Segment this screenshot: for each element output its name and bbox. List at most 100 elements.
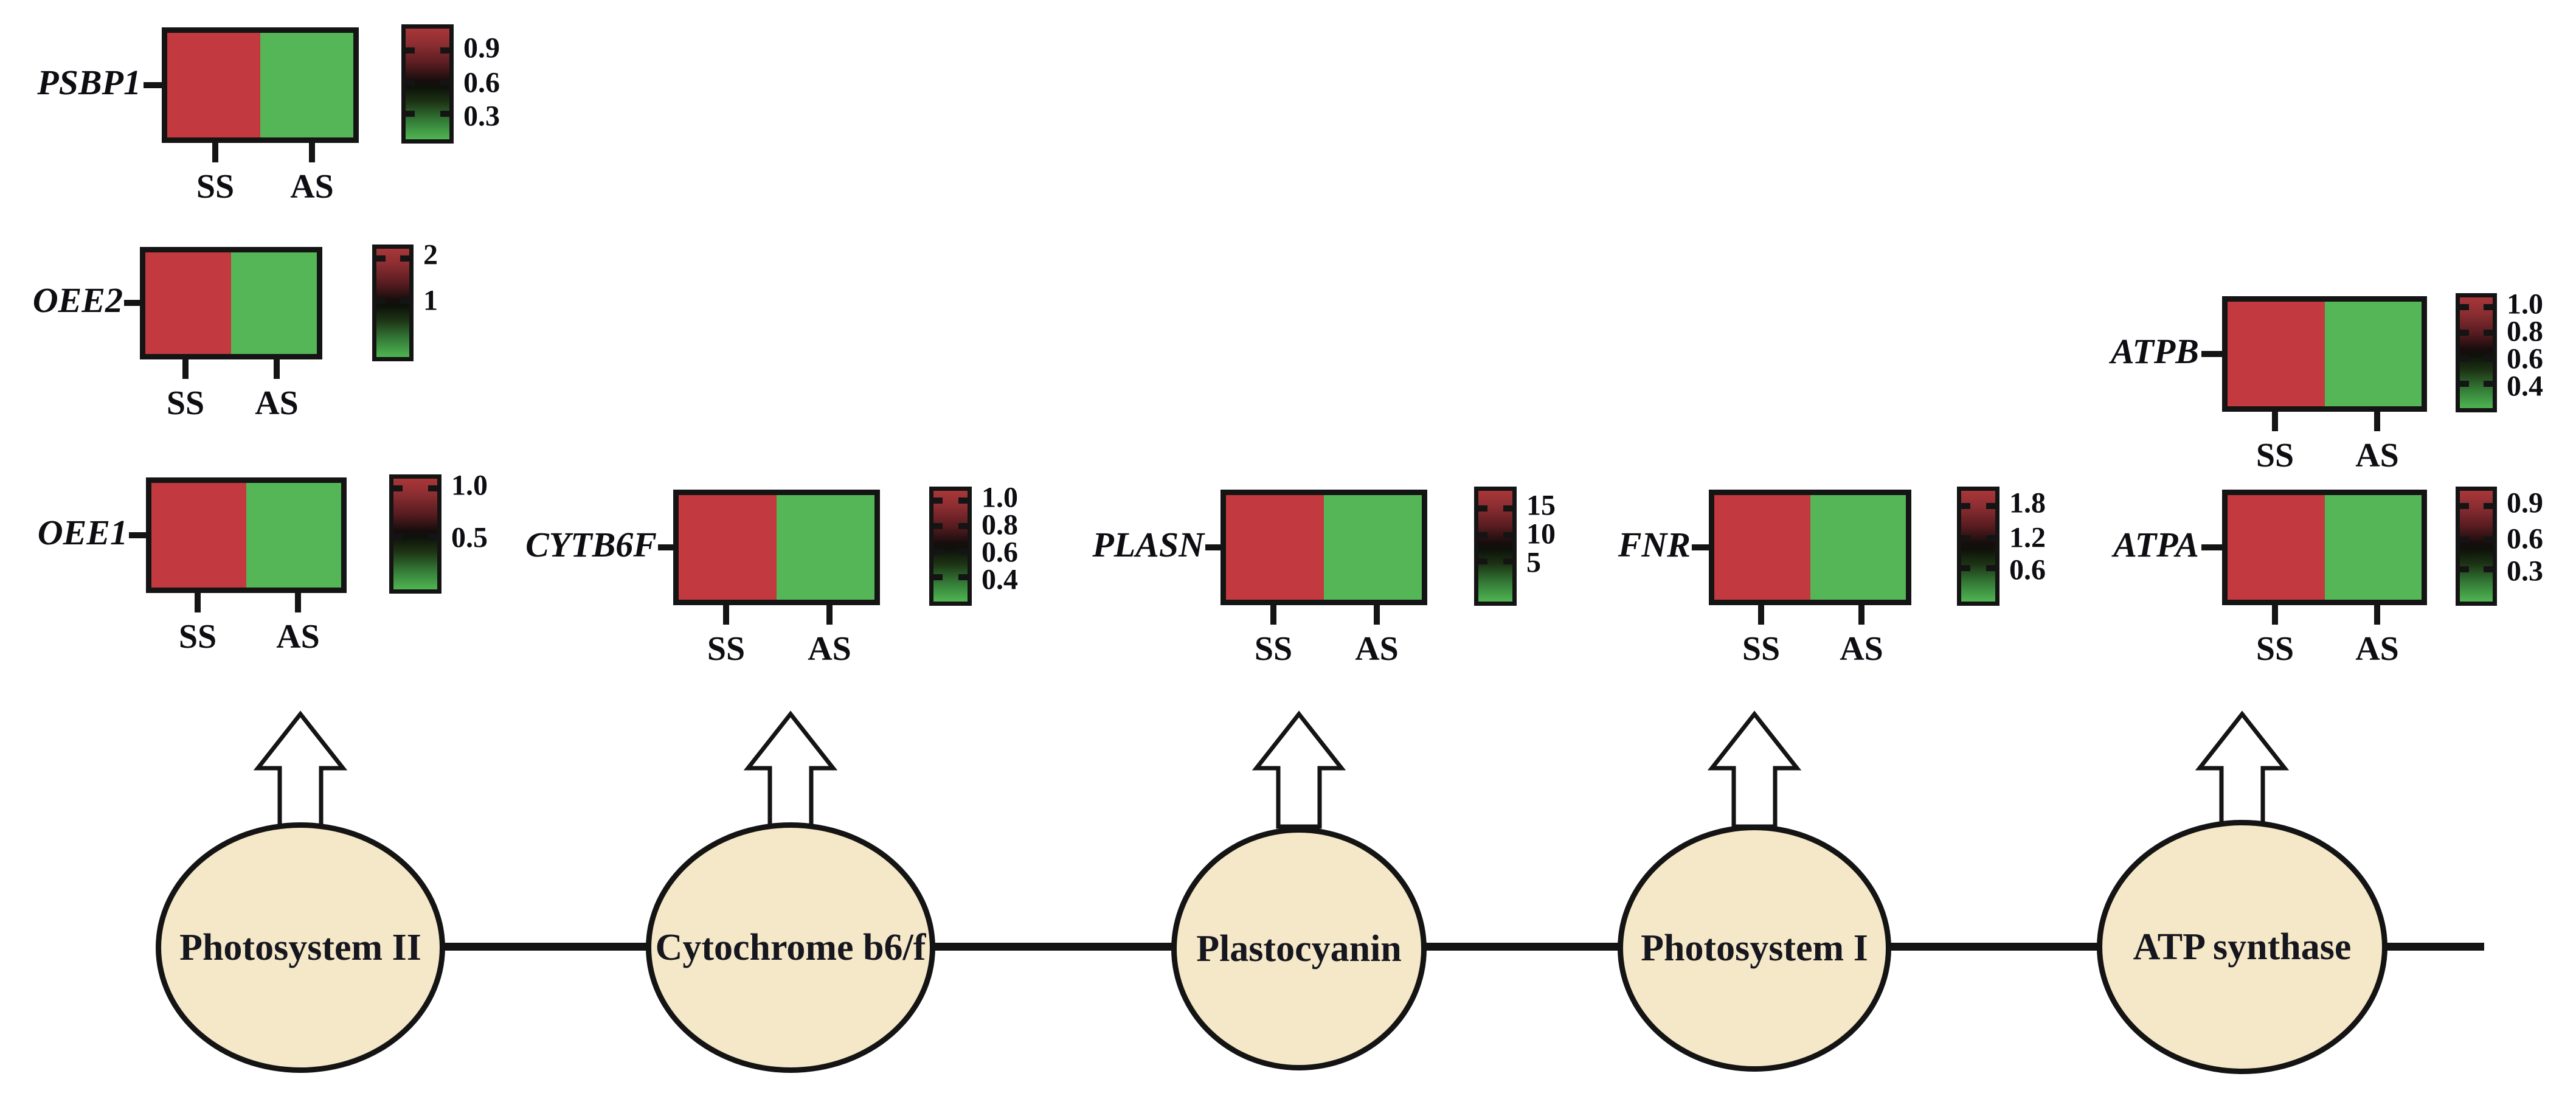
gene-label-oee1: OEE1 — [37, 513, 128, 552]
heatmap-cell-as — [777, 495, 874, 600]
colorbar-tick: 0.6 — [463, 66, 500, 99]
up-arrow-plastocyanin — [1252, 710, 1346, 829]
condition-label-as: AS — [255, 384, 299, 422]
heatmap-cell-ss — [2228, 302, 2325, 406]
up-arrow-photosystem-i — [1707, 710, 1802, 829]
gene-label-dash — [144, 82, 162, 88]
gene-label-dash — [129, 532, 146, 538]
condition-label-as: AS — [290, 168, 334, 206]
colorbar-tick: 0.8 — [982, 508, 1018, 541]
colorbar-oee1 — [389, 474, 441, 594]
condition-label-ss: SS — [1254, 630, 1293, 668]
gene-label-dash — [2201, 544, 2222, 550]
axis-tick — [723, 604, 729, 625]
axis-tick — [2272, 604, 2278, 625]
colorbar-tick: 1.0 — [982, 481, 1018, 514]
heatmap-cell-as — [260, 33, 353, 137]
colorbar-tick: 15 — [1526, 489, 1556, 522]
heatmap-cell-as — [1810, 495, 1906, 600]
complex-plastocyanin: Plastocyanin — [1171, 827, 1427, 1070]
condition-label-ss: SS — [166, 384, 205, 422]
heatmap-cell-ss — [145, 252, 231, 354]
axis-tick — [1270, 604, 1276, 625]
heatmap-fnr — [1709, 490, 1911, 605]
colorbar-tick: 0.3 — [2507, 555, 2543, 588]
colorbar-tick: 0.9 — [463, 32, 500, 64]
heatmap-cell-ss — [679, 495, 777, 600]
colorbar-oee2 — [372, 245, 414, 361]
heatmap-cell-ss — [167, 33, 260, 137]
axis-tick — [195, 592, 201, 612]
heatmap-oee2 — [140, 247, 322, 359]
gene-label-plasn: PLASN — [1092, 525, 1204, 564]
heatmap-cell-as — [246, 483, 341, 588]
gene-label-oee2: OEE2 — [32, 280, 123, 320]
colorbar-tick: 0.8 — [2507, 315, 2543, 348]
up-arrow-photosystem-ii — [253, 710, 348, 829]
colorbar-tick: 0.5 — [451, 521, 488, 554]
colorbar-tick: 1.2 — [2009, 521, 2046, 554]
colorbar-tick: 0.6 — [2507, 342, 2543, 375]
condition-label-as: AS — [276, 618, 320, 656]
heatmap-cell-ss — [1226, 495, 1324, 600]
colorbar-tick: 0.6 — [982, 536, 1018, 569]
gene-label-dash — [124, 300, 140, 306]
gene-label-fnr: FNR — [1618, 525, 1691, 564]
colorbar-fnr — [1957, 487, 2000, 606]
condition-label-as: AS — [2355, 630, 2399, 668]
heatmap-cell-as — [1324, 495, 1422, 600]
colorbar-tick: 0.4 — [2507, 370, 2543, 403]
complex-label: ATP synthase — [2133, 926, 2352, 968]
condition-label-as: AS — [1355, 630, 1399, 668]
heatmap-atpa — [2222, 490, 2427, 605]
condition-label-ss: SS — [196, 168, 235, 206]
axis-tick — [295, 592, 301, 612]
axis-tick — [2374, 604, 2380, 625]
complex-label: Photosystem II — [179, 926, 421, 968]
heatmap-oee1 — [146, 477, 347, 593]
colorbar-tick: 0.6 — [2009, 553, 2046, 586]
colorbar-tick: 5 — [1526, 546, 1541, 579]
axis-tick — [2374, 411, 2380, 431]
axis-tick — [1758, 604, 1764, 625]
gene-label-dash — [1205, 544, 1220, 550]
colorbar-plasn — [1474, 487, 1517, 606]
axis-tick — [1374, 604, 1380, 625]
heatmap-atpb — [2222, 296, 2427, 412]
colorbar-atpa — [2456, 487, 2497, 606]
condition-label-as: AS — [1840, 630, 1883, 668]
heatmap-cell-ss — [2228, 495, 2325, 600]
gene-label-cytb6f: CYTB6F — [525, 525, 657, 564]
heatmap-cytb6f — [673, 490, 880, 605]
heatmap-cell-as — [2324, 495, 2422, 600]
axis-tick — [309, 142, 315, 162]
heatmap-cell-ss — [151, 483, 246, 588]
up-arrow-atp-synthase — [2195, 710, 2290, 829]
heatmap-psbp1 — [162, 27, 359, 143]
heatmap-plasn — [1220, 490, 1427, 605]
colorbar-psbp1 — [401, 24, 454, 144]
axis-tick — [182, 358, 189, 379]
axis-tick — [1858, 604, 1864, 625]
heatmap-cell-as — [231, 252, 317, 354]
colorbar-tick: 1 — [423, 284, 438, 317]
colorbar-tick: 0.4 — [982, 563, 1018, 596]
gene-label-psbp1: PSBP1 — [37, 63, 141, 102]
heatmap-cell-ss — [1714, 495, 1810, 600]
gene-label-atpb: ATPB — [2110, 331, 2199, 371]
colorbar-tick: 2 — [423, 238, 438, 271]
gene-label-dash — [2201, 351, 2222, 357]
complex-cytochrome-b6f: Cytochrome b6/f — [646, 822, 935, 1073]
colorbar-tick: 1.8 — [2009, 487, 2046, 519]
gene-label-dash — [1692, 544, 1709, 550]
complex-label: Photosystem I — [1641, 927, 1868, 969]
colorbar-tick: 1.0 — [2507, 288, 2543, 321]
complex-label: Plastocyanin — [1196, 928, 1402, 969]
colorbar-tick: 0.6 — [2507, 522, 2543, 555]
colorbar-tick: 10 — [1526, 518, 1556, 550]
complex-atp-synthase: ATP synthase — [2097, 820, 2387, 1074]
axis-tick — [212, 142, 218, 162]
colorbar-tick: 0.9 — [2507, 487, 2543, 519]
condition-label-ss: SS — [2256, 630, 2294, 668]
